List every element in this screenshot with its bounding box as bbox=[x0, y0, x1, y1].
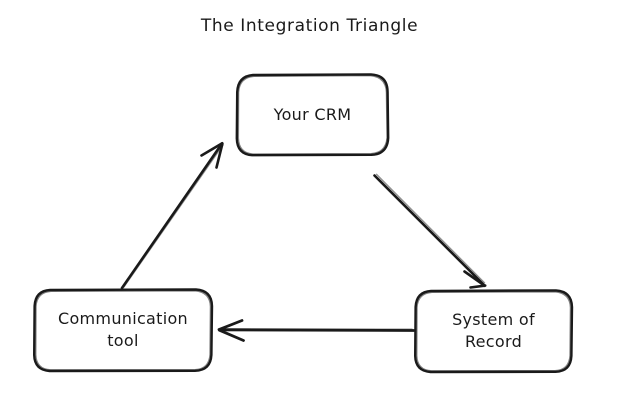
node-box-crm-overstroke bbox=[237, 74, 388, 155]
arrow-system-of-record-to-communication-tool bbox=[217, 319, 416, 342]
node-box-system-of-record[interactable] bbox=[414, 289, 574, 374]
arrow-shaft bbox=[218, 328, 416, 332]
arrowhead-down-right bbox=[463, 270, 487, 289]
node-box-communication-tool-overstroke bbox=[35, 290, 212, 371]
diagram-title: The Integration Triangle bbox=[200, 16, 419, 36]
arrowhead-up-right bbox=[200, 141, 224, 169]
arrowhead-left bbox=[217, 319, 245, 342]
node-box-communication-tool[interactable] bbox=[33, 288, 214, 373]
arrow-shaft-overstroke bbox=[375, 173, 486, 284]
arrow-crm-to-system-of-record bbox=[373, 173, 487, 289]
arrow-shaft bbox=[373, 174, 485, 286]
node-box-system-of-record-overstroke bbox=[416, 291, 572, 372]
arrow-shaft bbox=[120, 142, 224, 290]
arrow-communication-tool-to-crm bbox=[120, 141, 224, 290]
arrow-shaft-overstroke bbox=[123, 144, 224, 288]
node-box-crm[interactable] bbox=[235, 73, 390, 157]
